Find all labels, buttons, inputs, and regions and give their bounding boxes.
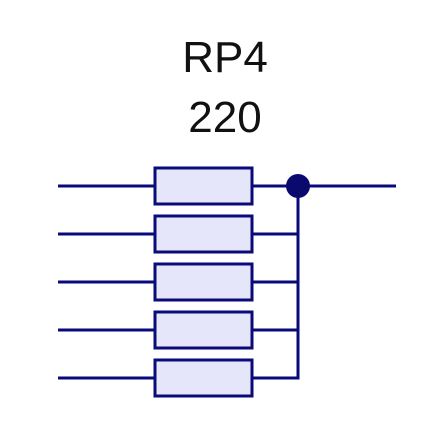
resistor-body xyxy=(153,262,254,302)
value-label: 220 xyxy=(188,93,261,142)
resistor-body xyxy=(153,358,254,398)
resistor-body xyxy=(153,214,254,254)
designator-label: RP4 xyxy=(182,33,268,82)
resistor-network xyxy=(58,166,396,398)
resistor-body xyxy=(153,166,254,206)
resistor-body xyxy=(153,310,254,350)
junction-dot xyxy=(286,174,310,198)
